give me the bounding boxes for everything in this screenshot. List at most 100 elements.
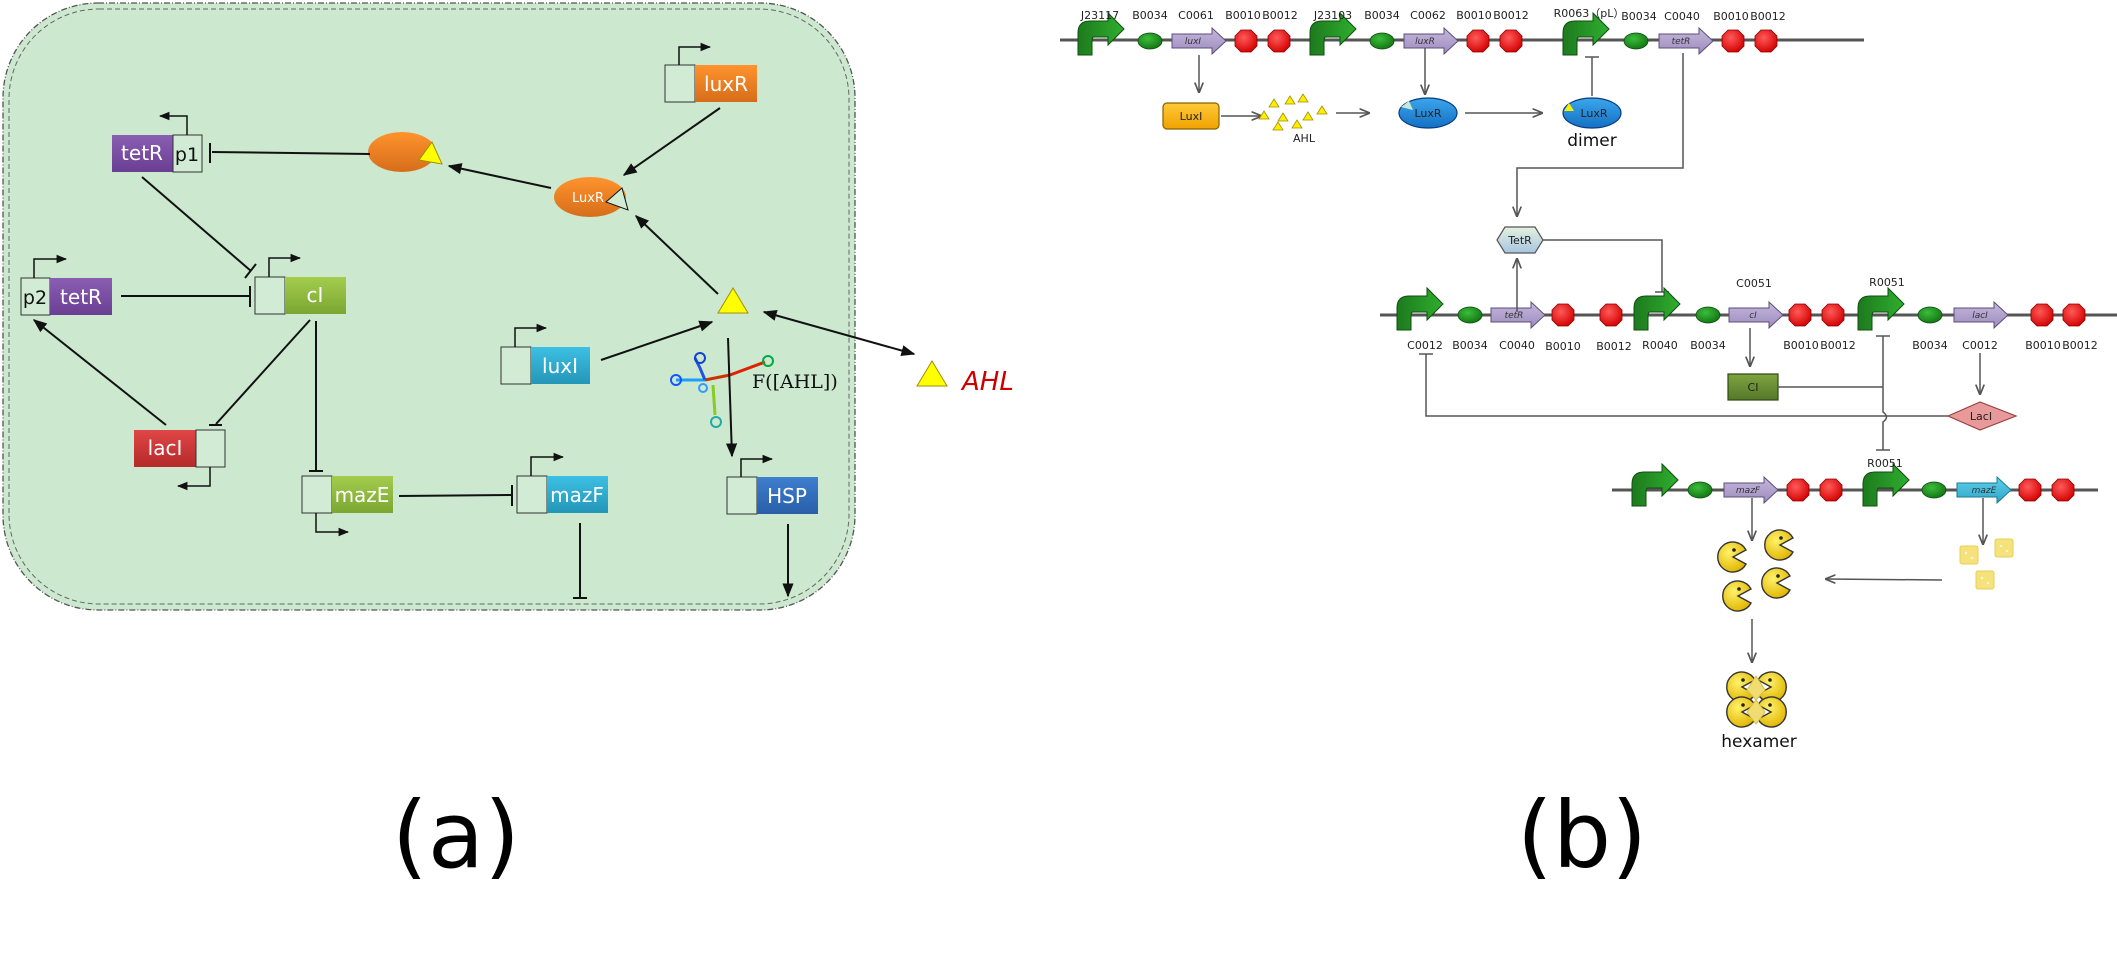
cI-inhibit-bar-1	[244, 263, 257, 279]
part-label: B0034	[1364, 9, 1400, 22]
gene-mazF: mazF	[516, 452, 608, 514]
mazF-gene-box	[547, 476, 608, 513]
terminator-icon	[1267, 29, 1291, 53]
cds-tetR-label: tetR	[1505, 311, 1524, 321]
luxI-transcription-arrow	[514, 323, 548, 347]
dimer-label: dimer	[1567, 131, 1617, 151]
luxR-gene-box	[695, 65, 757, 102]
rbs-icon	[1687, 481, 1713, 499]
gene-tetR-p1: tetR p1	[112, 111, 203, 173]
lacI-gene-box	[134, 430, 196, 467]
rbs-icon	[1137, 32, 1163, 50]
terminator-icon	[2062, 303, 2086, 327]
rbs-icon	[1917, 306, 1943, 324]
mazE-gene-label: mazE	[335, 483, 390, 507]
lacI-gene-label: lacI	[148, 436, 183, 460]
luxR-transcription-arrow	[678, 42, 712, 65]
p2-promoter-box	[20, 277, 51, 316]
lacI-activates-p2-arrow	[32, 319, 167, 426]
part-label: J23103	[1313, 9, 1352, 22]
promoter-icon	[1631, 463, 1679, 507]
luxR-dimer-ellipse	[1562, 97, 1622, 129]
ahl-label: AHL	[1293, 132, 1316, 145]
tetR-p2-gene-label: tetR	[60, 285, 102, 309]
luxI-gene-label: luxI	[542, 354, 578, 378]
terminator-icon	[1234, 29, 1258, 53]
part-label: B0034	[1912, 339, 1948, 352]
promoter-R0051-icon	[1857, 287, 1905, 331]
cI-represses-lacI	[215, 319, 311, 425]
part-label: C0012	[1962, 339, 1998, 352]
terminator-icon	[2018, 478, 2042, 502]
ahl-diffusion-arrow	[762, 310, 916, 356]
mazE-gene-box	[332, 476, 393, 513]
lacI-promoter-box	[195, 429, 226, 468]
rbs-icon	[1921, 481, 1947, 499]
panel-a-caption: (a)	[392, 782, 520, 889]
part-label: B0034	[1690, 339, 1726, 352]
mazE-antitoxin-icon	[1959, 545, 1979, 565]
rbs-icon	[1623, 32, 1649, 50]
part-label: B0012	[2062, 339, 2098, 352]
rbs-icon	[1695, 306, 1721, 324]
mazE-antitoxin-icon	[1975, 570, 1995, 590]
ahl-external-label: AHL	[960, 367, 1014, 397]
riboswitch-to-HSP-arrow	[725, 337, 738, 458]
mazE-represses-mazF	[398, 494, 513, 497]
cds-mazE-label: mazE	[1972, 486, 1997, 496]
complex-represses-p1	[211, 151, 371, 155]
part-label: B0010	[1783, 339, 1819, 352]
gene-lacI: lacI	[134, 429, 226, 491]
terminator-icon	[1551, 303, 1575, 327]
p1-promoter-label: p1	[175, 144, 199, 166]
p2-transcription-arrow	[33, 254, 68, 278]
hexamer-icon	[1726, 671, 1787, 728]
dimer-ahl-triangle-icon	[1564, 103, 1574, 111]
tetR-expression-path	[1517, 53, 1684, 216]
lacI-represses-C0012	[1425, 354, 1948, 417]
part-label: B0034	[1621, 10, 1657, 23]
promoter-R0040-icon	[1633, 287, 1681, 331]
luxR-protein-ellipse	[1398, 97, 1458, 129]
tetR-p1-gene-box	[112, 135, 173, 172]
luxR-protein: LuxR	[554, 177, 629, 217]
tetR-p1-represses-cI	[141, 176, 252, 272]
mazF-pacman-icon	[1717, 541, 1747, 573]
gene-tetR-p2: p2 tetR	[20, 254, 112, 316]
cI-protein-label: CI	[1748, 381, 1759, 394]
terminator-icon	[1819, 478, 1843, 502]
luxR-gene-label: luxR	[704, 72, 748, 96]
gene-luxR: luxR	[664, 42, 757, 103]
luxI-promoter-box	[500, 346, 532, 385]
promoter-R0051-icon	[1862, 463, 1910, 507]
cI-transcription-arrow	[268, 253, 302, 277]
complex-ellipse	[368, 132, 436, 172]
terminator-icon	[1599, 303, 1623, 327]
luxR-binding-site-icon	[1401, 101, 1413, 110]
luxR-empty-binding-site-icon	[605, 187, 629, 211]
ahl-to-luxR-arrow	[634, 215, 719, 295]
part-label: B0034	[1132, 9, 1168, 22]
HSP-transcription-arrow	[740, 454, 774, 477]
part-label: J23117	[1080, 9, 1119, 22]
riboswitch-label: F([AHL])	[752, 371, 838, 393]
cds-lacI-label: lacI	[1972, 311, 1988, 321]
mazF-promoter-box	[516, 475, 548, 514]
part-label: C0040	[1499, 339, 1535, 352]
part-label: R0063（pL）	[1554, 7, 1625, 20]
luxI-protein-box	[1162, 102, 1220, 130]
tetR-represses-R0040	[1543, 239, 1663, 292]
p2-promoter-label: p2	[23, 287, 47, 309]
dimer-protein-label: LuxR	[1580, 107, 1607, 120]
ahl-internal-triangle-icon	[717, 287, 749, 314]
luxR-to-complex-arrow	[447, 163, 552, 189]
mazF-transcription-arrow	[530, 452, 565, 476]
mazF-gene-label: mazF	[550, 483, 604, 507]
part-label: B0034	[1452, 339, 1488, 352]
tetR-p1-gene-label: tetR	[121, 141, 163, 165]
cell-membrane-inner	[8, 8, 850, 605]
HSP-gene-label: HSP	[767, 484, 807, 508]
cI-gene-box	[285, 277, 346, 314]
ahl-cluster-icon	[1258, 93, 1328, 131]
part-label: B0010	[1456, 9, 1492, 22]
